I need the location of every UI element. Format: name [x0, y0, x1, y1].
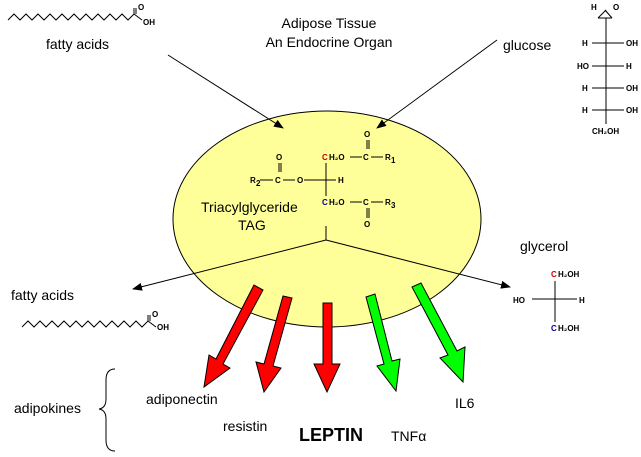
glucose-input-arrow [376, 39, 498, 129]
tag-left-oxygen-dbl: O [276, 153, 282, 162]
glucose-row4-left: H [582, 106, 588, 115]
glycerol-structure: C H₂OH HO H C H₂OH [513, 270, 585, 333]
glycerol-bottom-rest: H₂OH [558, 324, 580, 333]
glucose-top-o: O [613, 3, 619, 12]
il6-arrow [411, 282, 466, 384]
output-fatty-acid-carbonyl: O [152, 310, 158, 319]
glucose-row2-right: H [626, 62, 632, 71]
tag-r1: R [385, 153, 391, 162]
output-fatty-acid-structure: O OH [21, 310, 169, 332]
tag-r3: R [385, 198, 391, 207]
glucose-top-h: H [591, 3, 597, 12]
glucose-bottom: CH₂OH [592, 127, 619, 136]
output-fatty-acid-oh: OH [157, 323, 169, 332]
title-line-1: Adipose Tissue [282, 15, 377, 31]
tag-top-c: C [322, 153, 328, 162]
glucose-row3-right: OH [626, 84, 638, 93]
adipokines-group-label: adipokines [14, 400, 81, 416]
fatty-acids-input-arrow [167, 54, 284, 129]
adiponectin-arrow [203, 284, 264, 389]
input-fatty-acid-oh: OH [143, 18, 155, 27]
tag-bottom-carbon: C [363, 198, 369, 207]
tag-top-carbon: C [363, 153, 369, 162]
glucose-row1-right: OH [626, 39, 638, 48]
adipokine-label-adiponectin: adiponectin [146, 391, 218, 407]
tag-bottom-c: C [322, 198, 328, 207]
input-fatty-acids-label: fatty acids [46, 36, 109, 52]
tag-r3-sub: 3 [391, 201, 396, 210]
tag-bottom-rest: H₂O [329, 198, 345, 207]
tag-r2: R [250, 176, 256, 185]
adipokine-arrows [203, 282, 466, 394]
tag-central-h: H [338, 176, 344, 185]
tag-top-rest: H₂O [329, 153, 345, 162]
glucose-structure: H O H OH HO H H OH H OH CH₂OH [577, 3, 638, 136]
glycerol-bottom-c: C [551, 324, 557, 333]
glycerol-top-rest: H₂OH [558, 270, 580, 279]
tag-r1-sub: 1 [391, 156, 396, 165]
resistin-arrow [255, 295, 293, 394]
tag-abbr: TAG [238, 217, 266, 233]
input-fatty-acid-structure: O OH [7, 3, 155, 27]
glycerol-top-c: C [551, 270, 557, 279]
tnf-arrow [365, 293, 401, 393]
adipokines-brace [98, 368, 116, 452]
adipokine-label-il6: IL6 [455, 395, 475, 411]
glycerol-label: glycerol [520, 238, 568, 254]
tag-structure: C H₂O C O R 1 R 2 C O O H C H₂O C O R 3 [250, 130, 396, 229]
output-fatty-acids-label: fatty acids [11, 287, 74, 303]
glycerol-mid-left: HO [513, 296, 525, 305]
glycerol-output-arrow [325, 239, 511, 289]
glycerol-mid-right: H [579, 296, 585, 305]
glucose-label: glucose [503, 37, 551, 53]
tag-r2-sub: 2 [256, 179, 261, 188]
leptin-arrow [313, 302, 341, 394]
title-line-2: An Endocrine Organ [266, 34, 393, 50]
input-fatty-acid-carbonyl: O [138, 3, 144, 12]
glucose-row2-left: HO [577, 62, 589, 71]
adipose-tissue-ellipse [172, 110, 482, 328]
glucose-row1-left: H [582, 39, 588, 48]
glucose-row4-right: OH [626, 106, 638, 115]
tag-name: Triacylglyceride [201, 199, 298, 215]
tag-bottom-oxygen: O [364, 220, 370, 229]
glucose-row3-left: H [582, 84, 588, 93]
adipokine-label-leptin: LEPTIN [299, 425, 363, 445]
adipokine-label-resistin: resistin [223, 418, 267, 434]
tag-mid-carbon: C [275, 176, 281, 185]
tag-top-oxygen: O [364, 130, 370, 139]
adipokine-label-tnf: TNFα [391, 428, 426, 444]
fatty-acids-output-arrow [132, 239, 327, 291]
tag-ester-oxygen: O [297, 176, 303, 185]
